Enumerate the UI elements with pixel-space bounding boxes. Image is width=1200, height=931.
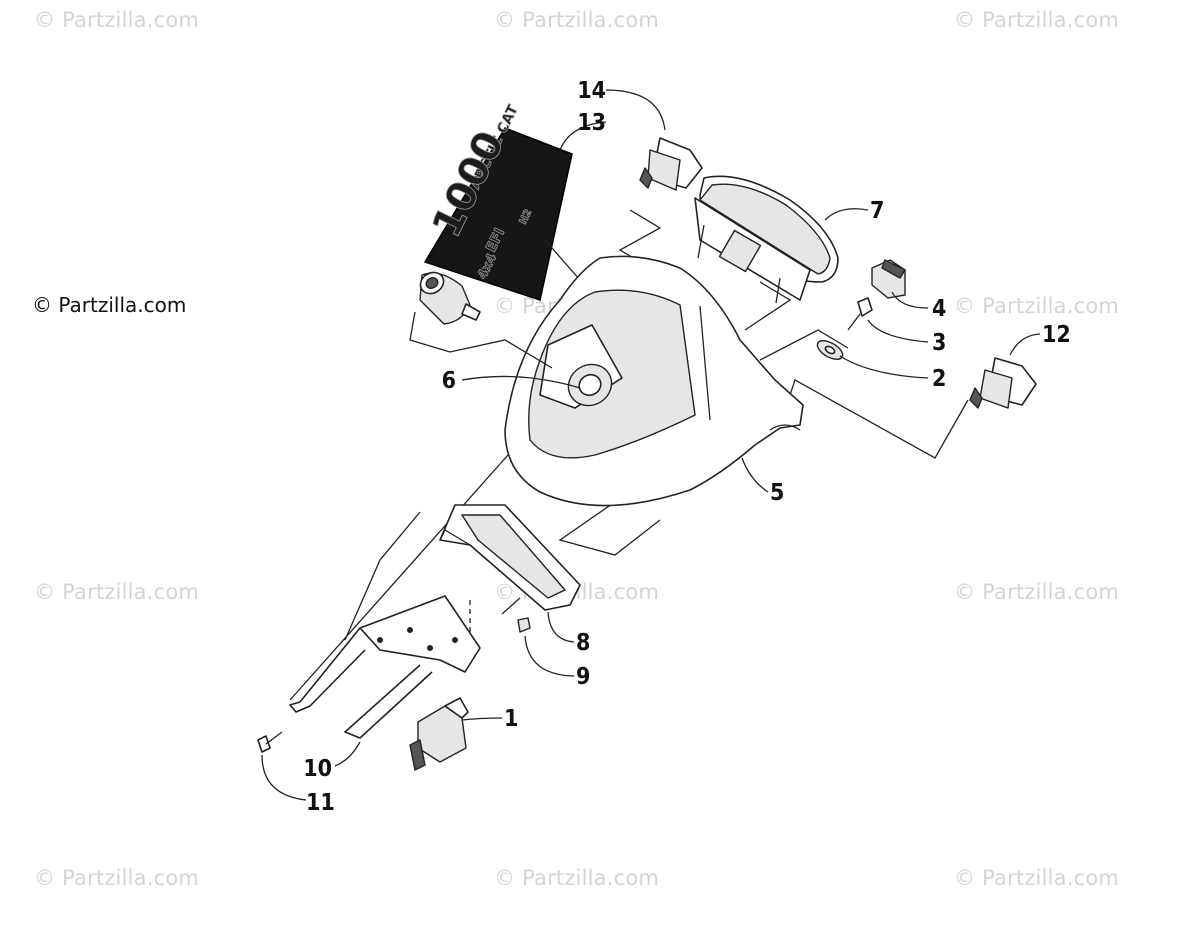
callout-7: 7 xyxy=(870,198,884,224)
watermark: © Partzilla.com xyxy=(34,8,200,32)
watermark: © Partzilla.com xyxy=(34,580,200,604)
switch-part-14[interactable] xyxy=(639,137,703,191)
ignition-switch-part-1[interactable] xyxy=(409,697,469,771)
callout-6: 6 xyxy=(442,368,456,394)
watermark: © Partzilla.com xyxy=(494,8,660,32)
callout-14: 14 xyxy=(577,78,606,104)
callout-3: 3 xyxy=(932,330,946,356)
fastener-part-11[interactable] xyxy=(257,731,283,753)
callout-1: 1 xyxy=(504,706,518,732)
callout-11: 11 xyxy=(306,790,335,816)
callout-13: 13 xyxy=(577,110,606,136)
callout-8: 8 xyxy=(576,630,590,656)
callout-4: 4 xyxy=(932,296,946,322)
bracket-part-10[interactable] xyxy=(289,595,481,739)
copyright-notice: © Partzilla.com xyxy=(32,293,187,317)
leader-lines xyxy=(261,89,1041,801)
callouts: 14 13 7 4 3 2 12 6 5 8 9 1 10 11 xyxy=(303,78,1071,816)
speedometer-gauge-part-7[interactable] xyxy=(694,175,839,304)
watermark: © Partzilla.com xyxy=(954,294,1120,318)
callout-9: 9 xyxy=(576,664,590,690)
watermark: © Partzilla.com xyxy=(954,580,1120,604)
switch-part-12[interactable] xyxy=(969,357,1037,409)
callout-12: 12 xyxy=(1042,322,1071,348)
callout-2: 2 xyxy=(932,366,946,392)
ignition-key-part-3[interactable] xyxy=(847,297,873,331)
callout-10: 10 xyxy=(303,756,332,782)
clip-part-9[interactable] xyxy=(517,617,531,633)
key-cap-part-4[interactable] xyxy=(871,259,906,299)
callout-5: 5 xyxy=(770,480,784,506)
watermark: © Partzilla.com xyxy=(954,8,1120,32)
decal-part-13[interactable]: ARCTIC CAT 1000 H2 EFI 4x4 xyxy=(423,102,573,301)
power-socket-part-6[interactable] xyxy=(417,268,481,325)
watermark: © Partzilla.com xyxy=(494,866,660,890)
watermark: © Partzilla.com xyxy=(954,866,1120,890)
instrument-pod-part-5[interactable] xyxy=(504,255,804,507)
watermark: © Partzilla.com xyxy=(34,866,200,890)
nut-part-2[interactable] xyxy=(814,337,845,363)
bezel-part-8[interactable] xyxy=(439,504,581,611)
